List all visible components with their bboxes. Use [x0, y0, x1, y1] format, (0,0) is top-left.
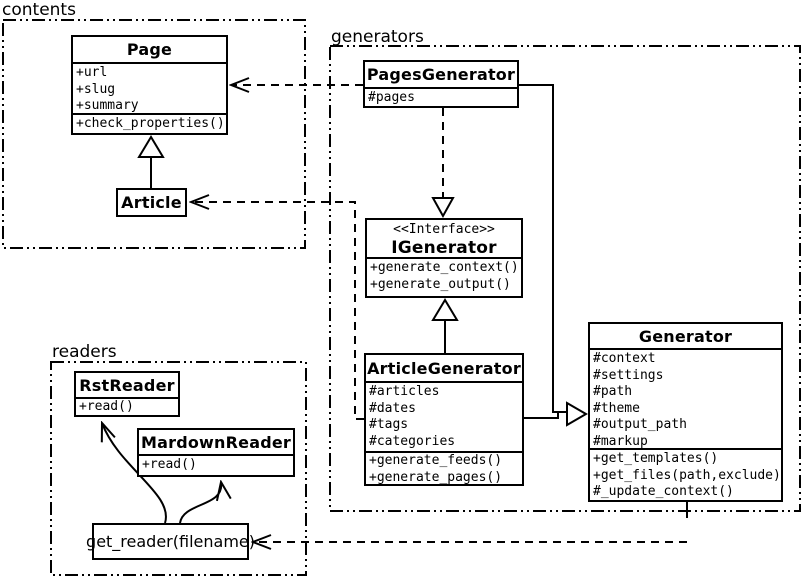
attribute: +slug — [76, 81, 116, 97]
method: +generate_output() — [370, 276, 511, 292]
attributes-compartment: #articles #dates #tags #categories — [366, 381, 522, 451]
dependency-articlegenerator-article — [191, 202, 364, 420]
method: +generate_pages() — [369, 469, 503, 485]
function-box-get-reader: get_reader(filename) — [86, 523, 255, 560]
class-mardownreader: MardownReader +read() — [137, 428, 295, 477]
method: #_update_context() — [593, 484, 734, 499]
class-page: Page +url +slug +summary +check_properti… — [71, 35, 228, 135]
method: +get_templates() — [593, 451, 719, 466]
hollow-triangle-icon — [431, 197, 455, 219]
method: +check_properties() — [76, 116, 225, 131]
methods-compartment: +generate_context() +generate_output() — [367, 257, 521, 296]
method: +read() — [142, 457, 197, 472]
attributes-compartment: #context #settings #path #theme #output_… — [590, 348, 781, 448]
hollow-triangle-icon — [566, 401, 588, 427]
methods-compartment: +generate_feeds() +generate_pages() — [366, 451, 522, 484]
attribute: #tags — [369, 417, 409, 432]
class-title: RstReader — [79, 375, 175, 395]
class-title: IGenerator — [391, 237, 497, 258]
class-generator: Generator #context #settings #path #them… — [588, 322, 783, 502]
methods-compartment: +read() — [76, 397, 178, 415]
methods-compartment: +get_templates() +get_files(path,exclude… — [590, 448, 781, 500]
class-articlegenerator: ArticleGenerator #articles #dates #tags … — [364, 353, 524, 486]
attributes-compartment: #pages — [365, 87, 517, 106]
methods-compartment: +check_properties() — [73, 113, 226, 133]
attribute: +summary — [76, 98, 139, 113]
class-title: Page — [126, 40, 173, 59]
package-readers-frame — [50, 361, 307, 576]
method: +get_files(path,exclude) — [593, 467, 781, 483]
class-pagesgenerator: PagesGenerator #pages — [363, 60, 519, 108]
class-title: MardownReader — [141, 432, 291, 452]
attribute: #categories — [369, 433, 456, 449]
attribute: #theme — [593, 400, 640, 416]
method: +generate_context() — [370, 260, 519, 275]
class-igenerator: <<Interface>> IGenerator +generate_conte… — [365, 218, 523, 298]
hollow-triangle-icon — [431, 298, 459, 321]
package-contents-frame — [2, 19, 306, 249]
attribute: +url — [76, 65, 108, 80]
package-label-contents: contents — [2, 0, 76, 20]
hollow-triangle-icon — [137, 135, 165, 158]
generalization-articlegenerator-generator-line — [524, 412, 559, 419]
class-title: PagesGenerator — [366, 65, 516, 84]
attributes-compartment: +url +slug +summary — [73, 62, 226, 113]
class-title: ArticleGenerator — [367, 358, 521, 378]
method: +read() — [79, 399, 134, 414]
attribute: #pages — [368, 90, 415, 105]
method: +generate_feeds() — [369, 453, 503, 468]
function-label: get_reader(filename) — [86, 532, 255, 551]
flow-getreader-mardownreader — [179, 482, 221, 524]
class-header: <<Interface>> IGenerator — [367, 220, 521, 258]
attribute: #output_path — [593, 417, 687, 432]
attribute: #dates — [369, 400, 416, 416]
flow-getreader-rstreader — [102, 423, 167, 524]
class-title: Article — [121, 193, 182, 212]
class-article: Article — [116, 188, 187, 217]
class-rstreader: RstReader +read() — [74, 371, 180, 417]
generalization-pagesgenerator-generator-line — [519, 84, 566, 413]
package-generators-frame — [329, 45, 801, 512]
attribute: #articles — [369, 384, 440, 399]
class-title: Generator — [638, 326, 733, 346]
methods-compartment: +read() — [139, 454, 293, 475]
stereotype: <<Interface>> — [393, 222, 495, 237]
attribute: #settings — [593, 367, 664, 383]
attribute: #markup — [593, 433, 648, 449]
package-label-generators: generators — [331, 27, 424, 47]
attribute: #context — [593, 351, 656, 366]
attribute: #path — [593, 384, 633, 399]
package-label-readers: readers — [52, 342, 117, 362]
